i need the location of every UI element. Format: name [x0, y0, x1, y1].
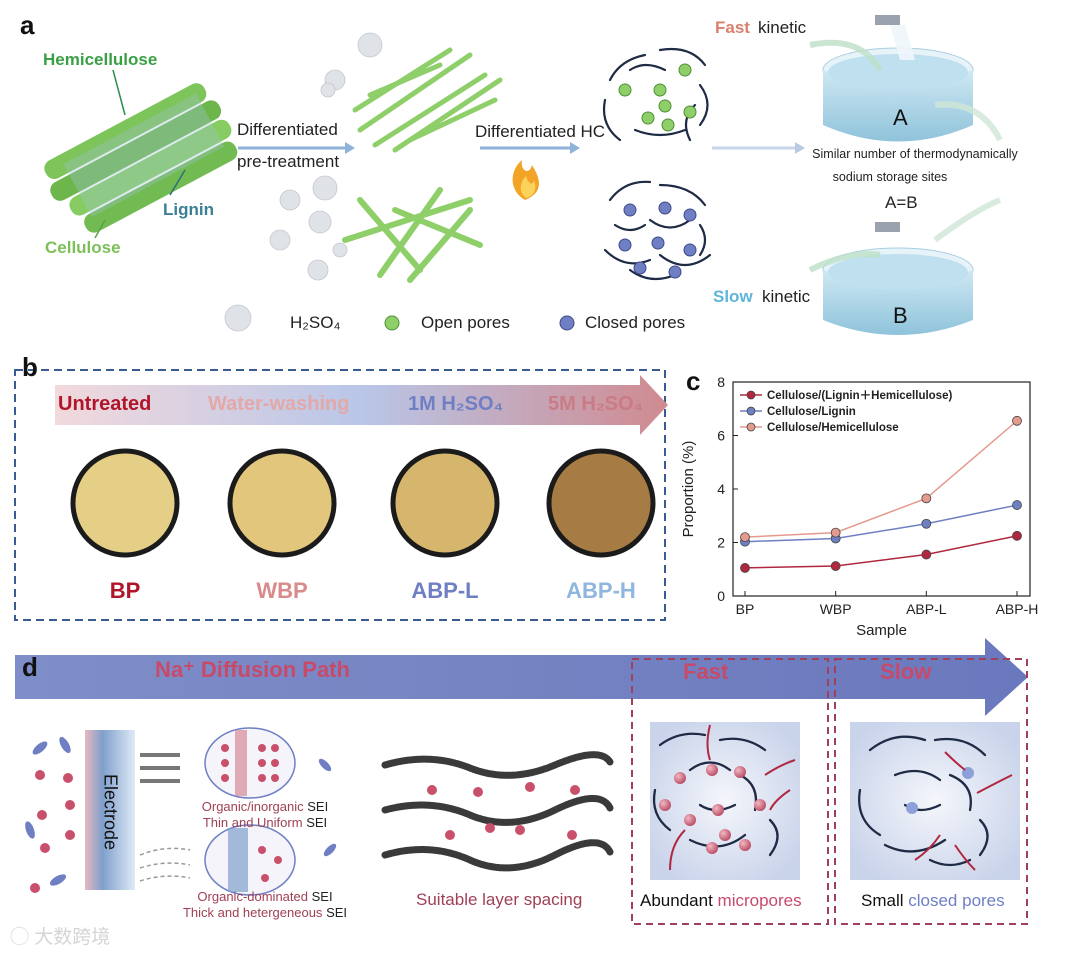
- series-line: [744, 535, 1018, 569]
- layer-spacing-caption: Suitable layer spacing: [416, 890, 583, 909]
- x-tick-label: WBP: [820, 601, 852, 617]
- hard-carbon-closed-pores: [603, 180, 712, 281]
- panel-d-label: d: [22, 652, 38, 682]
- hemicellulose-label: Hemicellulose: [43, 50, 158, 69]
- similar-text-2: sodium storage sites: [832, 170, 948, 184]
- data-point: [740, 563, 750, 573]
- closed-pore-illustration: [850, 722, 1020, 880]
- fast-word: Fast: [715, 18, 750, 37]
- data-point: [921, 518, 932, 529]
- tank-b-illustration: [822, 222, 974, 335]
- slow-frame: [834, 658, 1028, 925]
- step-5m: 5M H₂SO₄: [548, 393, 644, 415]
- sei-thin-caption-2: Thin and Uniform SEI: [202, 815, 328, 830]
- y-tick-label: 6: [717, 428, 725, 444]
- hc-label: Differentiated HC: [475, 122, 606, 141]
- legend-label: Cellulose/Lignin: [767, 406, 856, 418]
- panel-a-label: a: [20, 10, 35, 40]
- fibers-open: [352, 47, 503, 153]
- abundant-micropores-caption: Abundant micropores: [640, 891, 802, 910]
- legend-open-pores: Open pores: [421, 313, 510, 332]
- small-closed-pores-caption: Small closed pores: [861, 891, 1005, 910]
- data-point: [921, 549, 932, 560]
- x-tick-label: ABP-L: [906, 601, 947, 617]
- data-point: [921, 493, 932, 504]
- lignin-label: Lignin: [163, 200, 214, 219]
- a-equals-b: A=B: [885, 193, 918, 212]
- watermark: ◯ 大数跨境: [10, 927, 111, 948]
- cellulose-label: Cellulose: [45, 238, 121, 257]
- x-tick-label: BP: [736, 601, 755, 617]
- micropore-illustration: [650, 722, 800, 880]
- data-point: [1012, 500, 1022, 510]
- electrode-label: Electrode: [100, 773, 121, 851]
- step-1m: 1M H₂SO₄: [408, 393, 504, 415]
- sample-powders: [70, 448, 656, 558]
- series-line: [744, 420, 1018, 538]
- diffusion-path-title: Na⁺ Diffusion Path: [155, 657, 350, 682]
- sample-wbp: WBP: [256, 578, 308, 603]
- data-point: [740, 532, 750, 543]
- slow-title: Slow: [880, 659, 932, 684]
- hard-carbon-open-pores: [602, 47, 709, 142]
- tank-a-illustration: [822, 15, 974, 142]
- tank-b-label: B: [893, 303, 908, 328]
- watermark-logo-icon: ◯: [10, 927, 30, 948]
- x-axis-label: Sample: [856, 622, 907, 639]
- sample-bp: BP: [109, 578, 141, 603]
- y-axis-label: Proportion (%): [680, 441, 697, 538]
- sei-thick-caption-2: Thick and hetergeneous SEI: [182, 905, 348, 920]
- legend-h2so4: H₂SO₄: [290, 313, 341, 332]
- pretreatment-label-2: pre-treatment: [237, 152, 340, 171]
- h2so4-molecules: [224, 32, 383, 332]
- data-point: [830, 527, 841, 538]
- diffusion-arrow: [15, 638, 1028, 716]
- y-tick-label: 0: [717, 588, 725, 604]
- similar-text-1: Similar number of thermodynamically: [812, 147, 1018, 161]
- sample-abp-h: ABP-H: [566, 578, 636, 603]
- legend-closed-pores: Closed pores: [585, 313, 686, 332]
- treatment-arrow: [55, 375, 668, 435]
- panel-b-label: b: [22, 352, 38, 382]
- pretreatment-label-1: Differentiated: [237, 120, 338, 139]
- data-point: [830, 561, 841, 571]
- sei-arrows: [140, 753, 180, 783]
- biomass-bundle-illustration: [44, 83, 238, 233]
- x-tick-label: ABP-H: [996, 601, 1039, 617]
- panel-c-label: c: [686, 366, 701, 396]
- y-tick-label: 8: [717, 374, 725, 390]
- slow-kinetic: kinetic: [762, 287, 811, 306]
- legend-label: Cellulose/(Lignin＋Hemicellulose): [767, 389, 952, 402]
- data-point: [1012, 530, 1022, 541]
- panel-b-frame: [14, 369, 666, 621]
- step-water-washing: Water-washing: [208, 393, 350, 415]
- step-untreated: Untreated: [58, 393, 152, 415]
- sei-thick-inset: [204, 824, 296, 896]
- series-line: [744, 504, 1018, 543]
- fast-title: Fast: [683, 659, 729, 684]
- fibers-closed: [342, 187, 483, 283]
- legend-label: Cellulose/Hemicellulose: [767, 422, 899, 434]
- legend-marker: [746, 390, 756, 400]
- legend-marker: [746, 406, 756, 416]
- legend-marker: [746, 422, 756, 432]
- slow-word: Slow: [713, 287, 753, 306]
- fast-frame: [631, 658, 829, 925]
- sei-thick-caption-1: Organic-dominated SEI: [197, 889, 333, 904]
- fast-kinetic: kinetic: [758, 18, 807, 37]
- data-point: [1012, 415, 1022, 426]
- electrode-illustration: [85, 730, 135, 890]
- sample-abp-l: ABP-L: [411, 578, 479, 603]
- tank-a-label: A: [893, 105, 908, 130]
- flame-icon: [512, 160, 540, 200]
- sei-thin-caption-1: Organic/inorganic SEI: [201, 799, 329, 814]
- y-tick-label: 2: [717, 535, 725, 551]
- y-tick-label: 4: [717, 481, 725, 497]
- carbon-layers: [381, 751, 614, 872]
- sodium-ions-electrolyte: [25, 736, 75, 893]
